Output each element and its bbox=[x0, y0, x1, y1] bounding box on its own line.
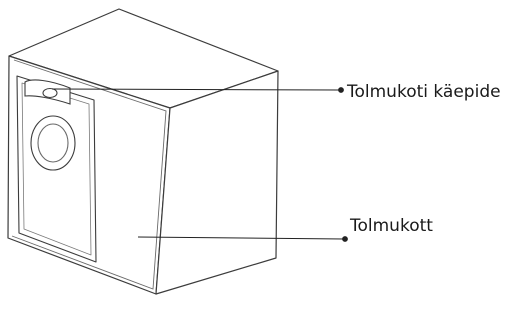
dust-bag-handle bbox=[24, 79, 71, 105]
bag-leader-line bbox=[137, 236, 345, 240]
bag-leader-dot bbox=[342, 236, 348, 242]
handle-callout-label: Tolmukoti käepide bbox=[347, 82, 501, 102]
dust-bag-opening bbox=[30, 115, 76, 171]
dust-bag-callout-label: Tolmukott bbox=[350, 216, 433, 236]
handle-leader-line bbox=[51, 88, 341, 91]
handle-leader-dot bbox=[338, 87, 344, 93]
